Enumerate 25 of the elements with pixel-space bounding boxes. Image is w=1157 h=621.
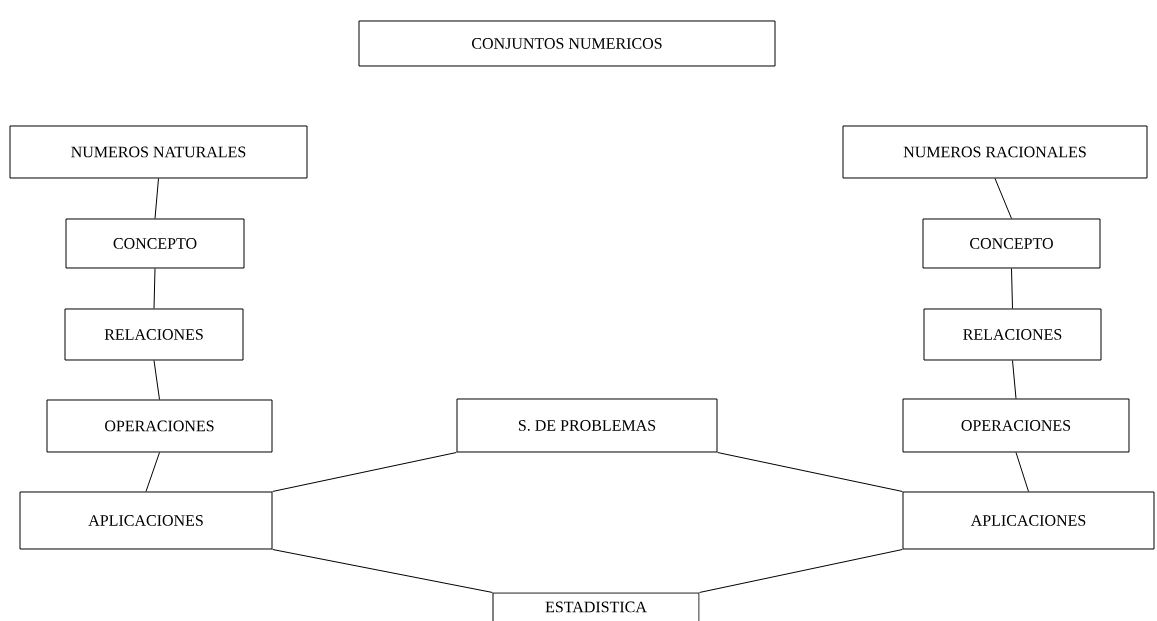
connector-line	[1011, 268, 1013, 309]
concept-box: CONCEPTO	[922, 218, 1101, 269]
concept-box: NUMEROS NATURALES	[9, 125, 308, 179]
connector-line	[699, 549, 903, 593]
concept-box: S. DE PROBLEMAS	[456, 398, 718, 453]
concept-box: OPERACIONES	[46, 399, 273, 453]
concept-box: APLICACIONES	[19, 491, 273, 550]
concept-box: RELACIONES	[923, 308, 1102, 361]
concept-box: OPERACIONES	[902, 398, 1130, 453]
connector-line	[717, 452, 903, 492]
connector-line	[153, 360, 160, 400]
connector-line	[1015, 452, 1029, 492]
connector-line	[145, 452, 160, 492]
concept-box: RELACIONES	[64, 308, 244, 361]
connector-line	[994, 178, 1012, 219]
connector-line	[154, 178, 159, 219]
concept-box: CONCEPTO	[65, 218, 245, 269]
connector-line	[1012, 360, 1017, 399]
concept-box: NUMEROS RACIONALES	[842, 125, 1148, 179]
concept-box: APLICACIONES	[902, 491, 1155, 550]
concept-box: CONJUNTOS NUMERICOS	[358, 20, 776, 67]
connector-line	[272, 549, 493, 593]
connector-line	[153, 268, 156, 309]
connector-line	[272, 452, 457, 492]
cut-off-box: ESTADISTICA	[492, 592, 700, 621]
